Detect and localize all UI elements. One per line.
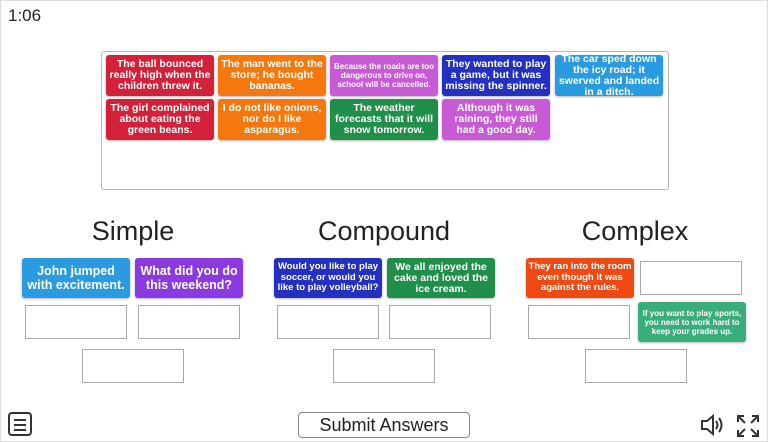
pool-tile[interactable]: They wanted to play a game, but it was m…: [442, 55, 550, 96]
pool-tile[interactable]: The weather forecasts that it will snow …: [330, 99, 438, 140]
drop-slot[interactable]: [389, 305, 491, 339]
tile-pool: [101, 51, 669, 190]
placed-tile[interactable]: Would you like to play soccer, or would …: [274, 258, 382, 298]
drop-slot[interactable]: [585, 349, 687, 383]
submit-answers-button[interactable]: Submit Answers: [298, 412, 470, 438]
pool-tile[interactable]: Because the roads are too dangerous to d…: [330, 55, 438, 96]
drop-slot[interactable]: [333, 349, 435, 383]
drop-slot[interactable]: [138, 305, 240, 339]
drop-slot[interactable]: [25, 305, 127, 339]
pool-tile[interactable]: Although it was raining, they still had …: [442, 99, 550, 140]
placed-tile[interactable]: They ran into the room even though it wa…: [526, 258, 634, 298]
pool-tile[interactable]: The girl complained about eating the gre…: [106, 99, 214, 140]
placed-tile[interactable]: John jumped with excitement.: [22, 258, 130, 298]
placed-tile[interactable]: We all enjoyed the cake and loved the ic…: [387, 258, 495, 298]
menu-icon[interactable]: [8, 412, 32, 436]
placed-tile[interactable]: What did you do this weekend?: [135, 258, 243, 298]
pool-tile[interactable]: The car sped down the icy road; it swerv…: [555, 53, 663, 97]
drop-slot[interactable]: [82, 349, 184, 383]
speaker-icon[interactable]: [700, 414, 724, 436]
drop-slot[interactable]: [528, 305, 630, 339]
drop-slot[interactable]: [277, 305, 379, 339]
fullscreen-icon[interactable]: [736, 414, 760, 438]
group-title-compound: Compound: [317, 216, 451, 246]
pool-tile[interactable]: The ball bounced really high when the ch…: [106, 55, 214, 96]
pool-tile[interactable]: The man went to the store; he bought ban…: [218, 55, 326, 96]
group-title-simple: Simple: [91, 216, 175, 246]
timer: 1:06: [8, 6, 42, 25]
pool-tile[interactable]: I do not like onions, nor do I like aspa…: [218, 99, 326, 140]
placed-tile[interactable]: If you want to play sports, you need to …: [638, 302, 746, 342]
drop-slot[interactable]: [640, 261, 742, 295]
group-title-complex: Complex: [581, 216, 689, 246]
